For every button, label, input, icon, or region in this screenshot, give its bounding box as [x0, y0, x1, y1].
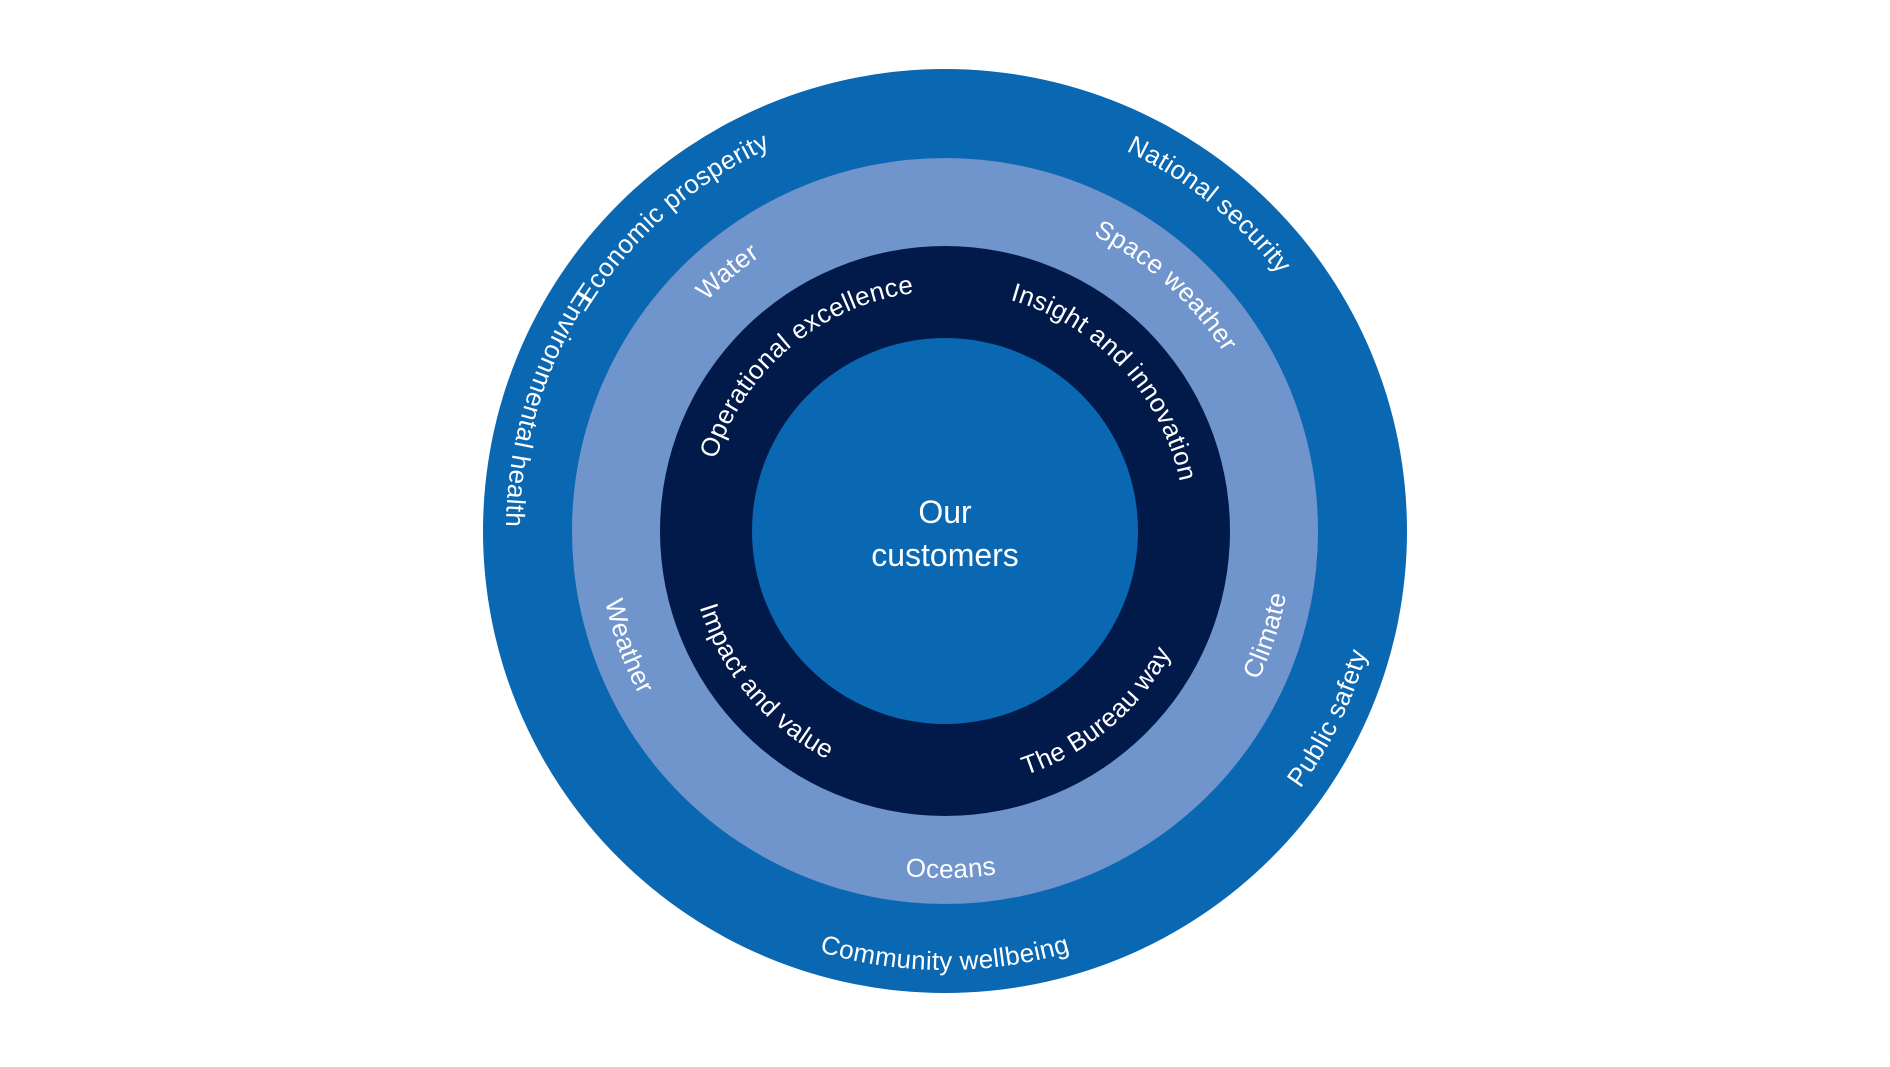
center-circle — [752, 338, 1138, 724]
center-label-line-1: Our — [918, 494, 972, 530]
center-label-line-2: customers — [871, 537, 1019, 573]
middle-ring-label-text: Oceans — [905, 850, 998, 884]
middle-ring-label: Oceans — [905, 850, 998, 884]
